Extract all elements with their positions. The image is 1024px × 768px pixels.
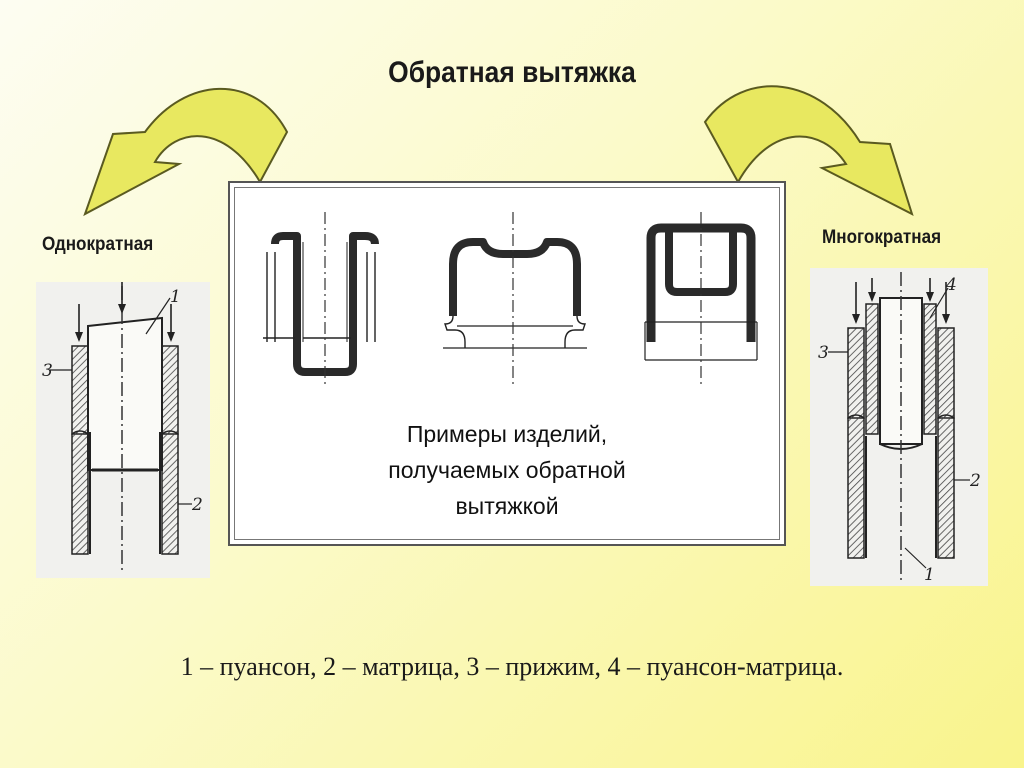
example-products-drawing xyxy=(263,212,758,388)
single-draw-diagram: 1 3 2 xyxy=(36,282,210,578)
examples-caption: Примеры изделий, получаемых обратной выт… xyxy=(235,416,779,524)
multi-draw-label: Многократная xyxy=(822,227,942,248)
label-3: 3 xyxy=(42,361,53,381)
caption-line-2: получаемых обратной xyxy=(388,457,626,483)
legend: 1 – пуансон, 2 – матрица, 3 – прижим, 4 … xyxy=(180,652,844,681)
label-4: 4 xyxy=(945,275,957,295)
curved-arrow-right-icon xyxy=(703,85,914,216)
examples-panel: Примеры изделий, получаемых обратной выт… xyxy=(228,181,786,546)
single-draw-label: Однократная xyxy=(42,234,154,255)
curved-arrow-left-icon xyxy=(83,87,289,217)
caption-line-3: вытяжкой xyxy=(455,493,559,519)
label-1: 1 xyxy=(924,565,935,585)
label-2: 2 xyxy=(969,471,981,491)
page-title: Обратная вытяжка xyxy=(388,56,636,89)
caption-line-1: Примеры изделий, xyxy=(406,421,608,447)
multi-draw-diagram: 4 3 2 1 xyxy=(810,268,988,586)
label-2: 2 xyxy=(191,495,203,515)
label-3: 3 xyxy=(818,343,829,363)
label-1: 1 xyxy=(170,287,181,307)
